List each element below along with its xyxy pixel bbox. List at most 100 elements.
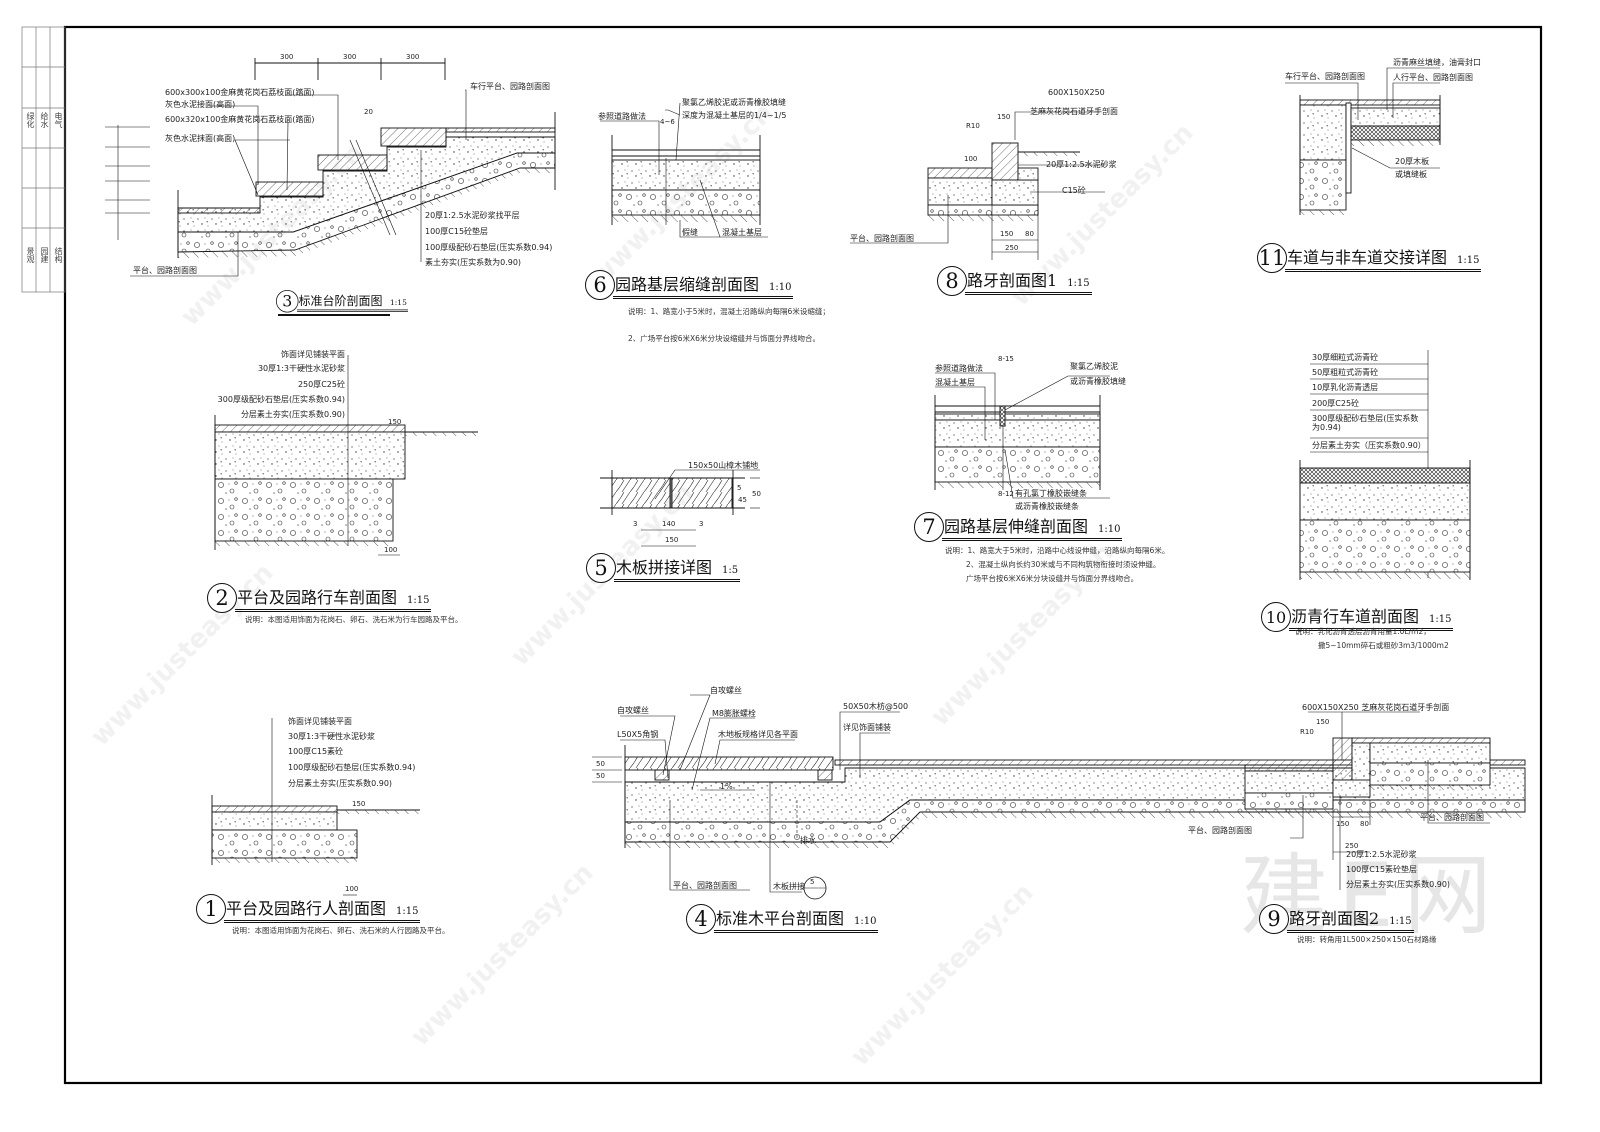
- slope-label: 1%: [720, 782, 733, 791]
- callout-label: 20厚1:2.5水泥砂浆找平层: [425, 211, 520, 220]
- callout-label: 混凝土基层: [722, 228, 762, 237]
- dimension: 45: [738, 496, 747, 504]
- detail-3-linework: [105, 58, 556, 316]
- callout-label: 有孔氯丁橡胶嵌缝条: [1015, 489, 1087, 498]
- note-text: 说明：乳化沥青透层沥青用量1.0L/m2，: [1295, 627, 1431, 636]
- callout-label: 600X150X250 芝麻灰花岗石道牙手剖面: [1302, 703, 1450, 712]
- callout-label: 50X50木枋@500: [843, 702, 909, 711]
- signoff-label: 景观: [26, 247, 35, 263]
- callout-label: 或沥青橡胶嵌缝条: [1015, 502, 1079, 511]
- dimension: 100: [345, 885, 359, 893]
- detail-11-linework: [1285, 67, 1441, 215]
- dimension: R10: [966, 122, 980, 130]
- detail-title-text: 路牙剖面图2: [1289, 909, 1380, 928]
- note-text: 撒5~10mm碎石或粗砂3m3/1000m2: [1318, 641, 1449, 650]
- detail-title: 6 园路基层缩缝剖面图 1:10: [585, 270, 794, 300]
- callout-label: 素土夯实(压实系数为0.90): [425, 258, 522, 267]
- note-text: 2、混凝土纵向长约30米或与不同构筑物衔接时须设伸缝。: [966, 560, 1161, 569]
- dimension: 20: [364, 108, 373, 116]
- dimension: 50: [752, 490, 761, 498]
- detail-number-circle: 3: [276, 290, 299, 313]
- callout-label: 混凝土基层: [935, 378, 975, 387]
- note-text: 说明：转角用1L500×250×150石材路缘: [1297, 935, 1437, 944]
- detail-5-linework: [600, 469, 760, 547]
- layer-label: 200厚C25砼: [1312, 399, 1360, 408]
- discipline-label: 电气: [54, 112, 63, 128]
- layer-label: 10厚乳化沥青透层: [1312, 383, 1379, 392]
- detail-scale: 1:10: [1098, 524, 1121, 535]
- dimension: 140: [662, 520, 676, 528]
- layer-label: 分层素土夯实（压实系数0.90）: [1312, 441, 1426, 450]
- dimension: 5: [737, 484, 742, 492]
- detail-scale: 1:15: [1067, 278, 1090, 289]
- callout-label: 假缝: [682, 228, 698, 237]
- detail-number-circle: 7: [914, 512, 944, 542]
- callout-label: 平台、园路剖面图: [1188, 826, 1252, 835]
- detail-7-linework: [934, 372, 1110, 499]
- detail-title-text: 沥青行车道剖面图: [1291, 607, 1420, 626]
- note-text: 说明：本图适用饰面为花岗石、卵石、洗石米为行车园路及平台。: [245, 615, 463, 624]
- dimension: 3: [633, 520, 638, 528]
- callout-label: 600X150X250: [1048, 88, 1105, 97]
- detail-scale: 1:10: [769, 282, 792, 293]
- callout-label: 100厚C15砼垫层: [425, 227, 489, 236]
- note-text: 2、广场平台按6米X6米分块设缩缝并与饰面分界线吻合。: [628, 334, 820, 343]
- detail-scale: 1:15: [1429, 614, 1452, 625]
- dimension: 250: [1005, 244, 1019, 252]
- detail-title-text: 木板拼接详图: [616, 558, 713, 577]
- callout-label: 沥青麻丝填缝，油膏封口: [1393, 58, 1481, 67]
- callout-label: 20厚木板: [1395, 157, 1430, 166]
- detail-scale: 1:15: [390, 299, 407, 308]
- detail-reference-number[interactable]: 5: [810, 878, 815, 886]
- dimension: 8-15: [998, 355, 1014, 363]
- callout-label: 或沥青橡胶填缝: [1070, 377, 1126, 386]
- signoff-label: 结构: [54, 247, 63, 263]
- layer-label: 50厚粗粒式沥青砼: [1312, 368, 1379, 377]
- detail-title-text: 路牙剖面图1: [967, 271, 1058, 290]
- callout-label: 150x50山樟木铺地: [688, 461, 759, 470]
- detail-6-linework: [600, 102, 768, 238]
- detail-8-linework: [850, 111, 1105, 260]
- callout-label: 平台、园路剖面图: [1420, 813, 1484, 822]
- detail-9-linework: [1244, 711, 1491, 890]
- detail-number-circle: 8: [937, 266, 967, 296]
- dimension: 150: [997, 113, 1011, 121]
- detail-scale: 1:10: [854, 916, 877, 927]
- dimension: 150: [1000, 230, 1014, 238]
- callout-label: 灰色水泥接面(高面): [165, 100, 236, 109]
- discipline-label: 给水: [40, 112, 49, 128]
- dimension: 150: [352, 800, 366, 808]
- discipline-label: 绿化: [26, 112, 35, 128]
- dimension: 150: [1316, 718, 1330, 726]
- callout-label: 车行平台、园路剖面图: [470, 82, 550, 91]
- callout-label: 聚氯乙烯胶泥或沥青橡胶填缝: [682, 98, 786, 107]
- callout-label: 排水: [800, 836, 816, 845]
- dimension: 300: [343, 53, 357, 61]
- callout-label: 平台、园路剖面图: [850, 234, 914, 243]
- detail-number-circle: 1: [196, 894, 226, 924]
- callout-label: 100厚级配砂石垫层(压实系数0.94): [425, 243, 553, 252]
- detail-title-text: 平台及园路行人剖面图: [226, 899, 387, 918]
- detail-number-circle: 11: [1257, 243, 1287, 273]
- callout-label: L50X5角钢: [617, 730, 659, 739]
- callout-label: 人行平台、园路剖面图: [1393, 73, 1473, 82]
- detail-number-circle: 6: [585, 270, 615, 300]
- callout-label: 详见饰面铺装: [843, 723, 891, 732]
- dimension: 80: [1360, 820, 1369, 828]
- dimension: 150: [388, 418, 402, 426]
- callout-label: 分层素土夯实(压实系数0.90): [1346, 880, 1451, 889]
- dimension: 300: [406, 53, 420, 61]
- callout-label: 600x300x100金麻黄花岗石荔枝面(踏面): [165, 88, 315, 97]
- detail-1-linework: [211, 718, 420, 896]
- callout-label: 分层素土夯实(压实系数0.90): [240, 410, 345, 419]
- detail-title-text: 园路基层缩缝剖面图: [615, 275, 760, 294]
- callout-label: 或填缝板: [1395, 170, 1427, 179]
- dimension: 8-12: [998, 490, 1014, 498]
